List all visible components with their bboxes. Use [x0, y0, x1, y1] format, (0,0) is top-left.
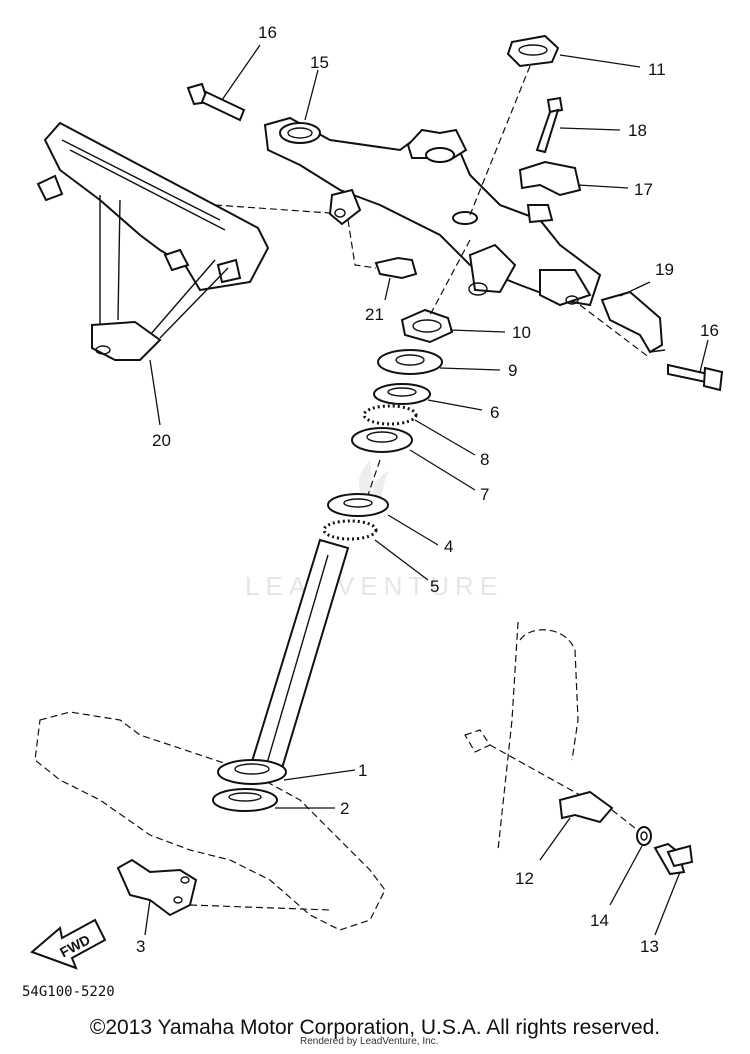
- part-12-clamp: [539, 790, 614, 861]
- callout-6: 6: [490, 403, 499, 422]
- part-10-ring-nut: [400, 308, 506, 344]
- copyright-notice: ©2013 Yamaha Motor Corporation, U.S.A. A…: [89, 1016, 661, 1039]
- part-20-bracket: [36, 121, 270, 426]
- callout-8: 8: [480, 450, 489, 469]
- part-7-race: [351, 427, 476, 491]
- guide-line-11: [469, 65, 531, 216]
- callout-3: 3: [136, 937, 145, 956]
- callout-20: 20: [152, 431, 171, 450]
- guide-line-10: [429, 239, 471, 316]
- callout-13: 13: [640, 937, 659, 956]
- rendered-by-note: Rendered by LeadVenture, Inc.: [300, 1036, 439, 1047]
- guide-line-20: [214, 204, 331, 214]
- guide-line-19: [579, 304, 651, 359]
- callout-1: 1: [358, 761, 367, 780]
- guide-line-3: [189, 904, 331, 911]
- leader-15: [304, 69, 319, 121]
- part-11-nut: [506, 34, 641, 68]
- callout-2: 2: [340, 799, 349, 818]
- callout-21: 21: [365, 305, 384, 324]
- part-2-seal: [212, 788, 335, 812]
- part-16-bolt-left: [186, 44, 261, 122]
- callout-7: 7: [480, 485, 489, 504]
- part-5-balls: [322, 519, 429, 581]
- part-13-bolt: [653, 842, 694, 936]
- callout-16-right: 16: [700, 321, 719, 340]
- callout-19: 19: [655, 260, 674, 279]
- fwd-arrow-icon: FWD: [30, 918, 107, 970]
- callout-10: 10: [512, 323, 531, 342]
- part-18-bolt: [535, 96, 621, 154]
- guide-line-stem: [367, 459, 381, 496]
- part-1-race: [217, 759, 356, 785]
- callout-11: 11: [648, 60, 666, 79]
- callout-18: 18: [628, 121, 647, 140]
- guide-line-12: [489, 744, 581, 796]
- part-21-bolt: [374, 256, 418, 301]
- guide-line-14: [611, 809, 641, 833]
- part-6-race: [373, 383, 483, 411]
- watermark: LEADVENTURE: [245, 460, 503, 601]
- part-4-race: [327, 493, 439, 546]
- callout-14: 14: [590, 911, 609, 930]
- guide-line-21: [347, 219, 377, 269]
- lower-bracket: [34, 711, 386, 931]
- part-16-bolt-right: [667, 339, 724, 392]
- watermark-text: LEADVENTURE: [245, 571, 503, 601]
- callout-15: 15: [310, 53, 329, 72]
- part-17-holder: [518, 160, 629, 197]
- part-8-balls: [362, 404, 476, 456]
- diagram-code: 54G100-5220: [22, 984, 115, 1000]
- part-14-washer: [609, 826, 652, 906]
- part-19-bracket: [600, 281, 666, 354]
- callout-17: 17: [634, 180, 653, 199]
- part-3-holder: [116, 858, 198, 936]
- part-9-washer: [377, 349, 501, 375]
- callout-labels: 16 15 11 18 17 19 16 21 10 9 6 8 7 4 5 2…: [136, 23, 719, 956]
- callout-12: 12: [515, 869, 534, 888]
- callout-16-left: 16: [258, 23, 277, 42]
- upper-bracket: [263, 116, 602, 307]
- callout-4: 4: [444, 537, 453, 556]
- callout-5: 5: [430, 577, 439, 596]
- callout-9: 9: [508, 361, 517, 380]
